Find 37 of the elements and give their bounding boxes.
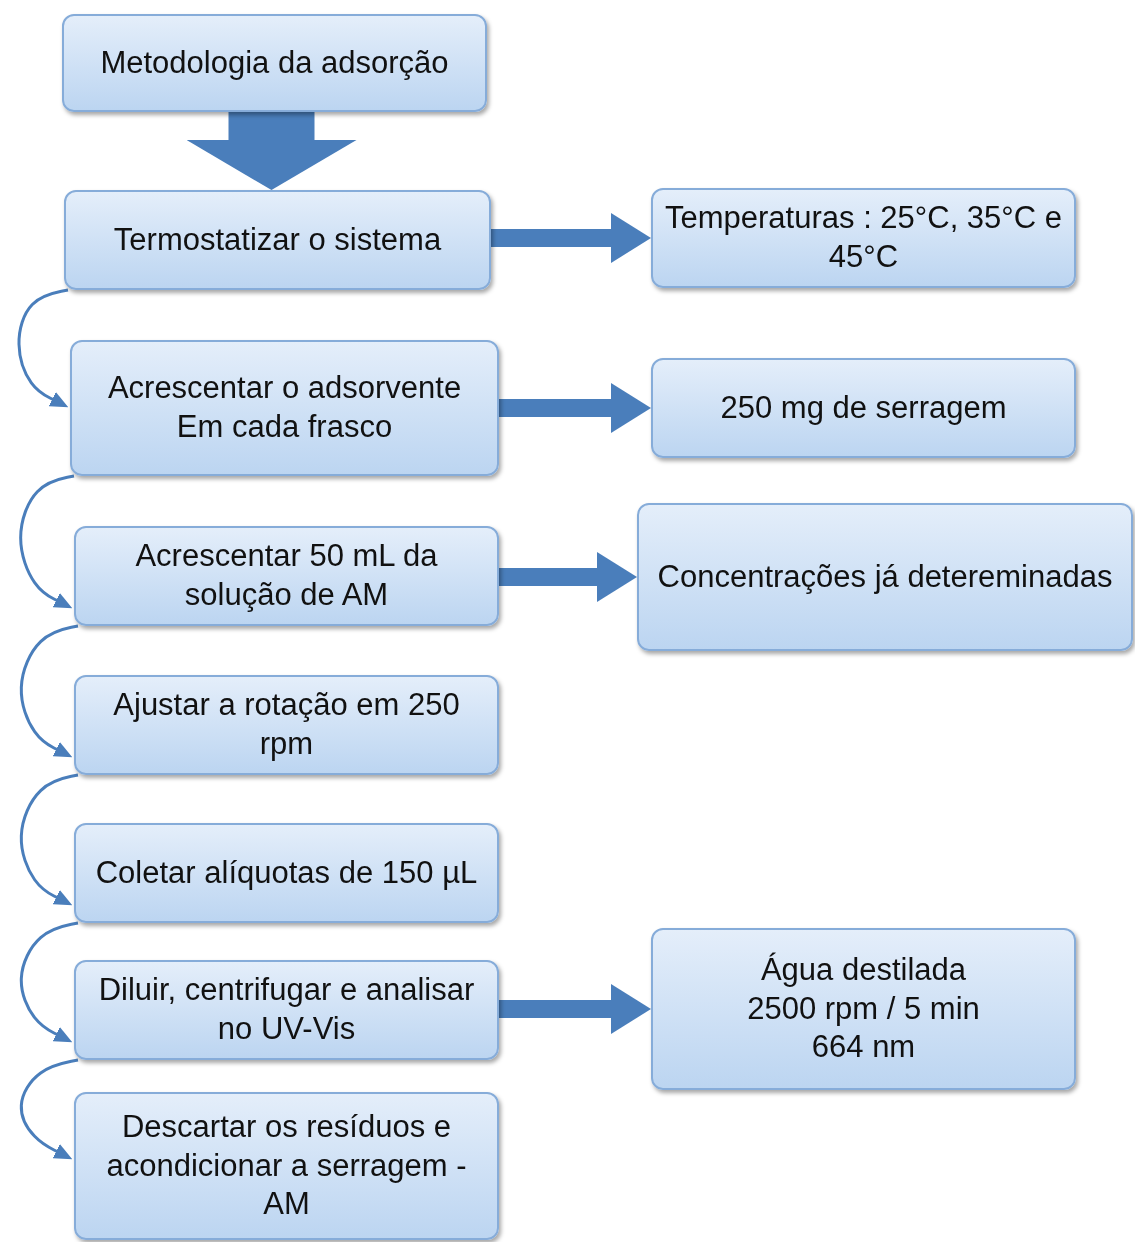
process-box bbox=[62, 14, 487, 112]
step-text: Ajustar a rotação em 250 rpm bbox=[112, 686, 461, 763]
step-text: Diluir, centrifugar e analisar no UV-Vis bbox=[97, 971, 476, 1048]
block-arrow bbox=[491, 213, 651, 263]
block-arrow bbox=[186, 112, 357, 190]
process-box bbox=[64, 190, 491, 290]
curved-arrow bbox=[19, 1058, 79, 1160]
step-text: 2500 rpm / 5 min bbox=[747, 989, 980, 1028]
step-text: Termostatizar o sistema bbox=[113, 220, 442, 259]
step-text: Coletar alíquotas de 150 µL bbox=[95, 853, 478, 892]
process-box bbox=[74, 675, 499, 775]
process-box bbox=[74, 1092, 499, 1240]
step-text: Água destilada bbox=[760, 950, 967, 989]
process-box bbox=[637, 503, 1133, 651]
step-text: Temperaturas : 25°C, 35°C e 45°C bbox=[664, 199, 1063, 276]
step-text: Metodologia da adsorção bbox=[100, 43, 449, 82]
curved-arrow bbox=[19, 773, 79, 906]
block-arrow bbox=[499, 984, 651, 1034]
curved-arrow bbox=[19, 474, 75, 609]
step-text: Descartar os resíduos e acondicionar a serragem - AM bbox=[105, 1107, 468, 1224]
process-box bbox=[70, 340, 499, 476]
process-box bbox=[74, 823, 499, 923]
step-text: Concentrações já detereminadas bbox=[657, 557, 1113, 596]
curved-arrow bbox=[19, 624, 79, 758]
process-box bbox=[74, 526, 499, 626]
curved-arrow bbox=[17, 288, 69, 408]
block-arrow bbox=[499, 383, 651, 433]
block-arrow bbox=[499, 552, 637, 602]
step-text: 664 nm bbox=[811, 1028, 916, 1067]
curved-arrow bbox=[19, 921, 79, 1043]
process-box bbox=[651, 358, 1076, 458]
step-text: 250 mg de serragem bbox=[720, 388, 1007, 427]
process-box bbox=[651, 188, 1076, 288]
step-text: Acrescentar o adsorvente Em cada frasco bbox=[106, 369, 463, 446]
step-text: Acrescentar 50 mL da solução de AM bbox=[134, 537, 439, 614]
process-box bbox=[651, 928, 1076, 1090]
process-box bbox=[74, 960, 499, 1060]
